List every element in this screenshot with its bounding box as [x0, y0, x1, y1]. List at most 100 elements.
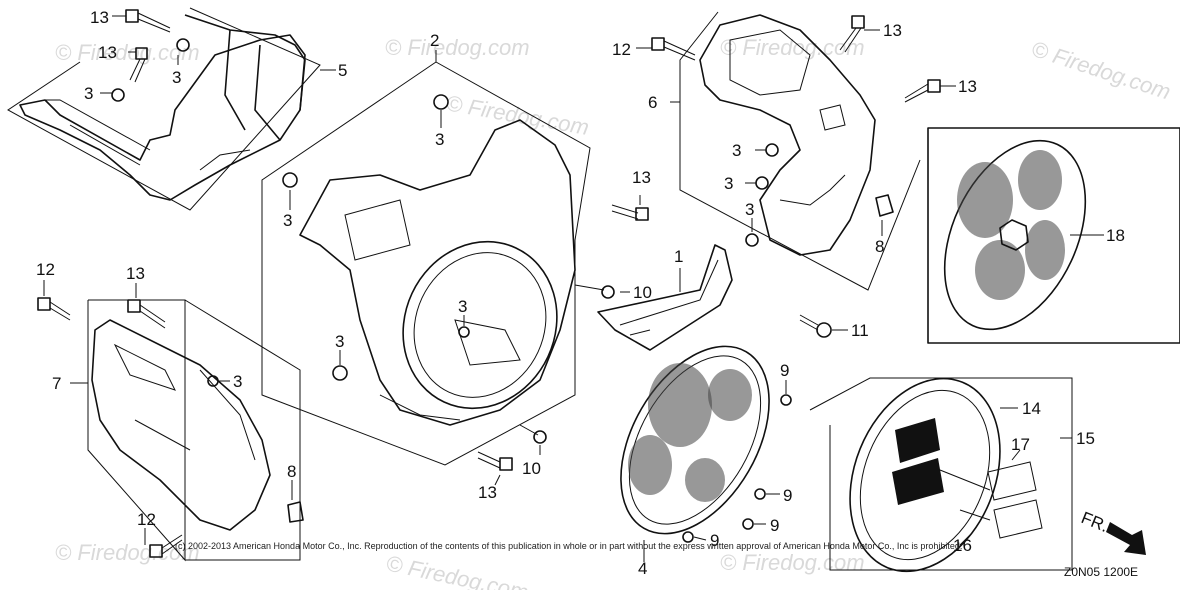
watermark: © Firedog.com [444, 90, 591, 140]
screen-hub [999, 219, 1029, 251]
front-screen-rim [628, 355, 762, 525]
callout-3: 3 [724, 174, 733, 193]
callout-16: 16 [953, 536, 972, 555]
fan-cover-opening [402, 240, 558, 410]
fan-cover-inner-ring [413, 252, 547, 398]
direction-arrow-icon [1106, 522, 1146, 555]
decal-16 [993, 499, 1043, 539]
leader-lines [636, 29, 956, 331]
trim-piece-shape [597, 244, 733, 351]
callout-7: 7 [52, 374, 61, 393]
leader-lines [100, 15, 336, 94]
callout-3: 3 [283, 211, 292, 230]
bolt-icon [839, 15, 865, 53]
group-outline [184, 299, 301, 561]
callout-4: 4 [638, 559, 647, 578]
emblem-disc [849, 377, 1001, 573]
grommet-icon [745, 233, 759, 247]
bolt-icon [574, 284, 615, 299]
part-group-18: 18 [927, 127, 1180, 344]
bolt-icon [129, 47, 148, 83]
callout-11: 11 [851, 321, 869, 340]
part-group-2: 2 3 3 13 10 1 3 3 10 13 [261, 31, 683, 502]
part-group-6: 12 13 6 13 3 3 3 8 11 [612, 11, 977, 340]
callout-17: 17 [1011, 435, 1030, 454]
screen-perforations [957, 150, 1065, 300]
cover-ribs [184, 14, 306, 141]
bolt-icon [611, 204, 649, 221]
decal-17 [987, 461, 1037, 501]
screen-perforations [628, 363, 752, 502]
callout-9: 9 [770, 516, 779, 535]
bolt-icon [125, 9, 171, 33]
emblem-badge [895, 418, 940, 463]
part-group-4: 9 9 9 9 [620, 345, 792, 562]
callout-3: 3 [745, 200, 754, 219]
screw-icon [742, 518, 754, 530]
group-outline [7, 7, 321, 211]
callout-10: 10 [633, 283, 652, 302]
detail-box [927, 127, 1180, 344]
leader-lines [939, 407, 1072, 546]
callout-13: 13 [883, 21, 902, 40]
lower-cover-details [113, 343, 256, 461]
callout-10: 10 [522, 459, 541, 478]
part-group-15: 14 15 17 16 [809, 377, 1095, 573]
bolt-icon [519, 424, 547, 444]
grommet-icon [433, 94, 449, 110]
leader-lines [289, 50, 641, 486]
callout-6: 6 [648, 93, 657, 112]
front-direction-indicator: FR. [1079, 508, 1146, 555]
bolt-icon [37, 297, 71, 321]
emblem-rim [859, 389, 991, 561]
bolt-icon [904, 79, 941, 103]
clip-nut-icon [875, 194, 894, 217]
grommet-icon [332, 365, 348, 381]
leader-lines [43, 280, 293, 545]
callout-12: 12 [36, 260, 55, 279]
bolt-icon [149, 534, 183, 558]
grommet-icon [765, 143, 779, 157]
screw-icon [682, 531, 694, 543]
callout-14: 14 [1022, 399, 1041, 418]
callout-9: 9 [710, 531, 719, 550]
side-cover-details [729, 29, 846, 206]
watermark: © Firedog.com [720, 550, 865, 575]
callout-8: 8 [875, 237, 884, 256]
lower-cover-shape [91, 319, 271, 531]
trim-piece-details [619, 259, 719, 336]
callout-5: 5 [338, 61, 347, 80]
callout-2: 2 [430, 31, 439, 50]
bolt-icon [477, 451, 513, 471]
callout-15: 15 [1076, 429, 1095, 448]
watermark: © Firedog.com [384, 550, 531, 590]
group-outline [261, 50, 591, 466]
part-1 [597, 244, 733, 351]
callout-13: 13 [478, 483, 497, 502]
fan-cover-details [344, 199, 521, 421]
callout-12: 12 [612, 40, 631, 59]
callout-13: 13 [126, 264, 145, 283]
callout-12: 12 [137, 510, 156, 529]
diagram-code: Z0N05 1200E [1064, 565, 1138, 579]
callout-3: 3 [172, 68, 181, 87]
callout-3: 3 [84, 84, 93, 103]
bolt-icon [127, 299, 166, 329]
grommet-icon [282, 172, 298, 188]
group-outline [809, 377, 1073, 571]
callout-9: 9 [780, 361, 789, 380]
bolt-icon [651, 37, 696, 61]
front-screen-disc [620, 345, 770, 535]
callout-13: 13 [958, 77, 977, 96]
leader-lines [643, 380, 787, 562]
screw-icon [780, 394, 792, 406]
part-group-7: 12 13 7 3 8 12 [36, 260, 304, 562]
callout-13: 13 [632, 168, 651, 187]
fan-cover-shape [299, 119, 576, 426]
bolt-icon [799, 314, 832, 338]
callout-13: 13 [98, 43, 117, 62]
side-cover-shape [699, 14, 876, 256]
callout-3: 3 [335, 332, 344, 351]
screw-icon [754, 488, 766, 500]
